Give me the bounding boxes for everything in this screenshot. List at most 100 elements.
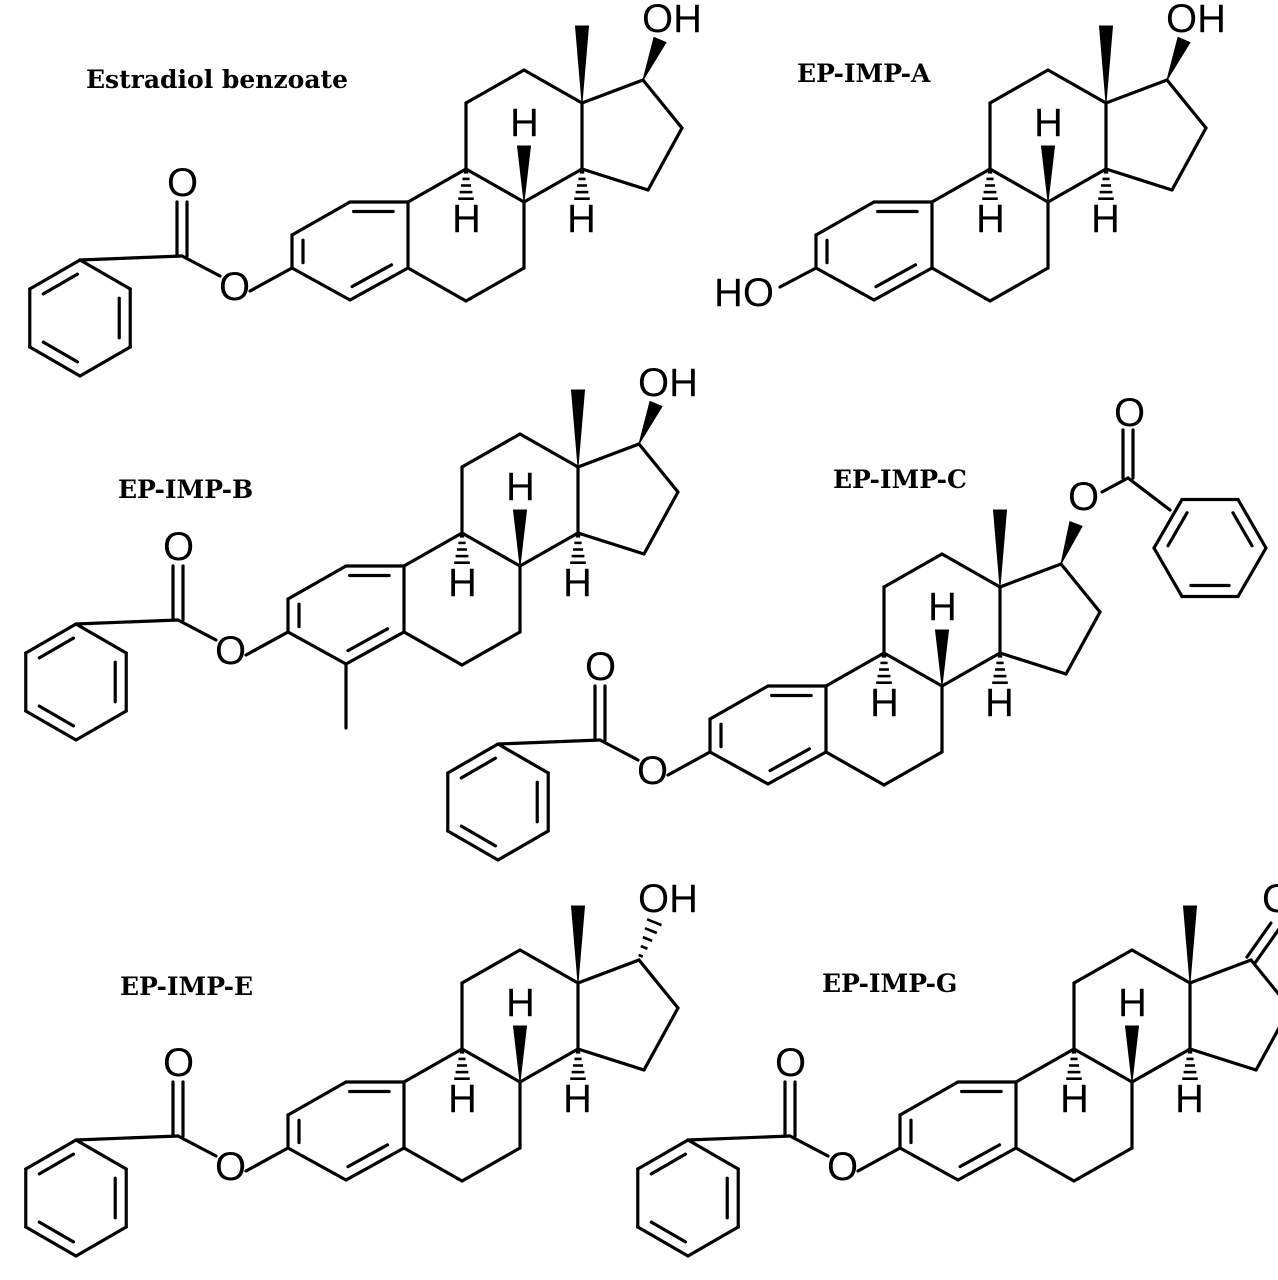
hashed-bond-h9 <box>982 171 998 200</box>
hashed-bond-h14 <box>1098 171 1114 200</box>
atom-oh-17: OH <box>1166 0 1226 41</box>
aromatic-bond <box>74 709 128 742</box>
double-bond-inner <box>459 824 498 848</box>
bond-c5-c6 <box>1014 1146 1076 1183</box>
bond-c11-c12 <box>1072 948 1134 985</box>
atom-h9: H <box>448 1077 477 1121</box>
atom-carbonyl-o-3: O <box>163 1041 194 1085</box>
bond-c3-o <box>856 1146 902 1173</box>
hashed-bond-h14 <box>574 171 590 200</box>
double-bond-inner <box>37 704 76 728</box>
bond-c8-c9 <box>882 651 944 688</box>
hashed-bond-h9 <box>1066 1051 1082 1080</box>
hashed-bond-h14 <box>1182 1051 1198 1080</box>
double-bond-inner <box>958 1143 1002 1169</box>
bond-c4-c5 <box>344 1146 406 1182</box>
bond-c6-c7 <box>460 1146 522 1183</box>
bond-c3-o <box>244 630 290 657</box>
double-bond-inner <box>37 1220 76 1244</box>
bond-c3-o <box>244 1146 290 1173</box>
atom-h8: H <box>1118 981 1147 1025</box>
bond-c11-c12 <box>460 948 522 985</box>
bond-c16-c17 <box>637 442 680 494</box>
atom-ester-o-3: O <box>219 265 250 309</box>
phenyl-ring-17 <box>1152 497 1268 599</box>
aromatic-bond <box>24 622 78 655</box>
aromatic-bond <box>28 345 82 378</box>
bond-c12-c13 <box>1046 68 1108 105</box>
bond-c4-c5 <box>872 266 934 302</box>
aromatic-bond <box>686 1225 740 1258</box>
bond-c6-c7 <box>464 266 526 303</box>
bond-o-carbonyl <box>176 1134 218 1158</box>
bond-c14-c8 <box>518 531 580 568</box>
bond-c3-c4 <box>290 266 352 302</box>
atom-ester-o-17: O <box>1068 475 1099 519</box>
hash-stroke <box>646 918 663 927</box>
atom-h9: H <box>452 197 481 241</box>
compound-label: EP-IMP-C <box>833 465 967 494</box>
compound-label: EP-IMP-G <box>822 969 957 998</box>
bond-c14-c8 <box>940 651 1002 688</box>
aromatic-bond <box>636 1138 690 1171</box>
atom-oh-17: OH <box>638 361 698 405</box>
atom-h9: H <box>976 197 1005 241</box>
bond-c14-c15 <box>576 1047 646 1072</box>
aromatic-bond <box>1152 497 1184 550</box>
bond-c16-c17 <box>637 958 680 1010</box>
atom-h8: H <box>1034 101 1063 145</box>
hashed-bond-h14 <box>570 534 586 565</box>
aromatic-bond <box>446 829 500 862</box>
bond-c9-c10 <box>402 1047 464 1084</box>
bond-c3-c4 <box>286 1146 348 1182</box>
double-bond-inner <box>37 636 76 660</box>
bond-c5-c6 <box>406 266 468 303</box>
bond-c17-c13 <box>998 562 1063 589</box>
aromatic-bond <box>636 1225 690 1258</box>
wedge-bond-h8 <box>1040 145 1056 203</box>
bond-c15-c16 <box>1064 610 1102 676</box>
bond-carbonyl-phenyl <box>496 738 602 746</box>
atom-h8: H <box>510 101 539 145</box>
atom-h14: H <box>563 1077 592 1121</box>
bond-c3-c4 <box>898 1146 960 1182</box>
double-bond-inner <box>1231 511 1254 548</box>
bond-c3-o <box>666 750 712 777</box>
bond-c8-c9 <box>464 167 526 204</box>
phenyl-ring-3 <box>446 742 550 862</box>
aromatic-bond <box>24 1138 78 1171</box>
atom-ho-3: HO <box>714 271 774 315</box>
wedge-bond-h8 <box>512 1025 528 1083</box>
bond-c6-c7 <box>882 750 944 787</box>
atom-h9: H <box>448 561 477 605</box>
bond-c9-c10 <box>930 167 992 204</box>
wedge-bond-o17 <box>638 400 663 445</box>
hashed-bond-h9 <box>454 1051 470 1080</box>
phenyl-ring-3 <box>24 622 128 742</box>
aromatic-bond <box>1236 497 1268 550</box>
bond-c16-c17 <box>1059 562 1102 614</box>
hashed-bond-h9 <box>454 534 470 565</box>
double-bond-inner <box>1166 511 1189 548</box>
bond-c6-c7 <box>1072 1146 1134 1183</box>
bond-c16-c17 <box>1249 958 1278 996</box>
bond-c12-c13 <box>518 432 580 469</box>
bond-c17-c13 <box>580 78 645 105</box>
bond-c9-c10 <box>824 651 886 688</box>
wedge-bond-h8 <box>1124 1025 1140 1083</box>
aromatic-bond <box>74 622 128 655</box>
aromatic-bond <box>24 1225 78 1258</box>
bond-c5-c6 <box>402 1146 464 1183</box>
bond-carbonyl-phenyl <box>78 254 184 262</box>
bond-c1-c2 <box>286 1080 348 1117</box>
aromatic-bond <box>78 345 132 378</box>
bond-c15-c16 <box>1254 1026 1278 1072</box>
atom-oh-17: OH <box>642 0 702 41</box>
atom-carbonyl-o-17: O <box>1114 391 1145 435</box>
compound-label: EP-IMP-B <box>118 475 253 504</box>
double-bond-inner <box>346 1143 390 1169</box>
bond-c12-c13 <box>522 68 584 105</box>
aromatic-bond <box>28 258 82 291</box>
bond-c11-c12 <box>988 68 1050 105</box>
